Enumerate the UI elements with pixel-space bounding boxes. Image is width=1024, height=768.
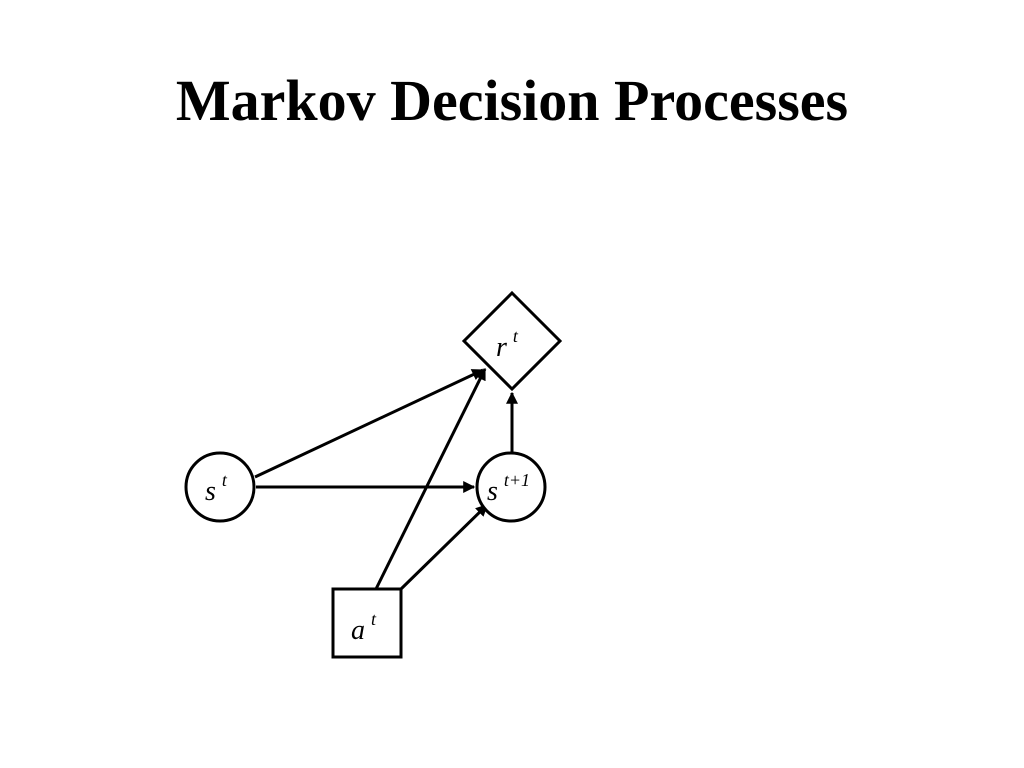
reward-node-base: r xyxy=(496,332,507,363)
state-t1-node-sup: t+1 xyxy=(504,470,530,490)
edge-state-t-to-reward xyxy=(254,368,485,479)
state-t1-node-base: s xyxy=(487,476,498,507)
svg-text:s t+1: s t+1 xyxy=(487,470,530,507)
slide-title: Markov Decision Processes xyxy=(175,68,849,133)
edge-action-to-reward xyxy=(374,367,487,590)
state-t-node-sup: t xyxy=(222,470,228,490)
state-t-node: s t xyxy=(184,451,256,523)
action-node-sup: t xyxy=(371,609,377,629)
state-t-node-base: s xyxy=(205,476,216,507)
state-t1-node: s t+1 xyxy=(475,451,547,523)
svg-text:s t: s t xyxy=(205,470,228,507)
action-node-base: a xyxy=(351,615,365,646)
reward-node-sup: t xyxy=(513,326,519,346)
action-node: a t xyxy=(331,587,403,659)
reward-node: r t xyxy=(461,290,563,392)
svg-text:r t: r t xyxy=(496,326,519,363)
svg-text:a t: a t xyxy=(351,609,377,646)
edge-action-to-state-t1 xyxy=(399,503,489,591)
